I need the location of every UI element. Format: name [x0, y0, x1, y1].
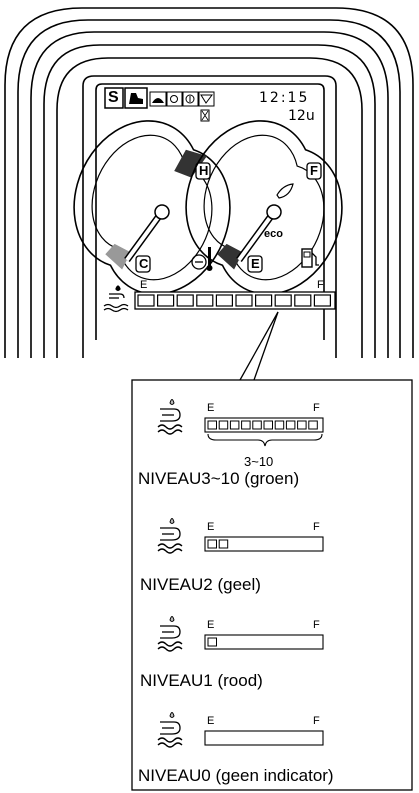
- hour-meter: 12u: [288, 108, 315, 124]
- def-segment: [294, 294, 312, 307]
- level-caption: NIVEAU3~10 (groen): [138, 469, 300, 488]
- coolant-gauge: [73, 120, 231, 295]
- level-legend: [157, 399, 324, 748]
- thermometer-icon: [191, 247, 213, 271]
- mode-letter: S: [108, 89, 119, 106]
- preheat-icon: [166, 91, 183, 107]
- coolant-hot-label: H: [199, 163, 209, 178]
- legend-empty-label: E: [207, 521, 215, 533]
- level-segment: [274, 420, 285, 430]
- def-icon: [157, 712, 183, 748]
- level-segment: [263, 420, 273, 430]
- def-icon: [157, 399, 183, 435]
- def-segment: [255, 294, 273, 307]
- fuel-gauge: [185, 120, 343, 295]
- def-segment: [196, 294, 214, 307]
- range-brace: [207, 433, 323, 447]
- level-segment: [207, 539, 217, 549]
- leaf-icon: [276, 183, 294, 199]
- fuel-full-label: F: [310, 163, 318, 178]
- level-caption: NIVEAU2 (geel): [140, 575, 261, 594]
- level-caption: NIVEAU0 (geen indicator): [138, 766, 334, 785]
- def-icon: [157, 518, 183, 554]
- legend-full-label: F: [313, 619, 320, 631]
- status-icons: [104, 87, 215, 122]
- level-row: [157, 518, 324, 554]
- hourglass-icon: [200, 109, 210, 122]
- legend-empty-label: E: [207, 715, 215, 727]
- def-segment: [235, 294, 253, 307]
- def-segment: [215, 294, 233, 307]
- def-icon: [103, 285, 129, 313]
- eco-label: eco: [264, 228, 283, 240]
- def-segment: [274, 294, 292, 307]
- level-row: [157, 616, 324, 652]
- level-bar: [204, 634, 324, 650]
- level-row: [157, 399, 324, 435]
- level-segment: [207, 420, 217, 430]
- fuel-pump-icon: [301, 248, 319, 268]
- level-segment: [229, 420, 240, 430]
- def-segment: [137, 294, 155, 307]
- turtle-icon: [149, 91, 167, 107]
- def-segment: [176, 294, 194, 307]
- level-caption: NIVEAU1 (rood): [140, 671, 263, 690]
- wiper-icon: [198, 91, 215, 107]
- def-empty-label: E: [140, 279, 148, 291]
- level-segment: [218, 420, 229, 430]
- legend-full-label: F: [313, 402, 320, 414]
- range-note: 3~10: [244, 454, 274, 469]
- level-segment: [207, 637, 217, 647]
- level-bar: [204, 536, 324, 552]
- legend-empty-label: E: [207, 402, 215, 414]
- coolant-cold-label: C: [139, 256, 149, 271]
- clock: 12:15: [259, 90, 310, 106]
- heater-icon: [182, 91, 199, 107]
- def-full-label: F: [317, 279, 324, 291]
- level-segment: [252, 420, 262, 430]
- fuel-empty-label: E: [251, 256, 260, 271]
- level-segment: [218, 539, 229, 549]
- legend-full-label: F: [313, 521, 320, 533]
- def-level-indicator: [103, 285, 336, 313]
- level-segment: [308, 420, 318, 430]
- level-segment: [297, 420, 307, 430]
- mode-box: [104, 87, 124, 109]
- level-segment: [241, 420, 251, 430]
- callout-box: [131, 311, 413, 791]
- def-segments: [137, 294, 331, 307]
- def-segment: [313, 294, 331, 307]
- def-segment: [157, 294, 175, 307]
- level-row: [157, 712, 324, 748]
- monitor-housing: [4, 7, 414, 358]
- legend-empty-label: E: [207, 619, 215, 631]
- legend-full-label: F: [313, 715, 320, 727]
- def-icon: [157, 616, 183, 652]
- level-bar: [204, 730, 324, 746]
- level-segment: [285, 420, 296, 430]
